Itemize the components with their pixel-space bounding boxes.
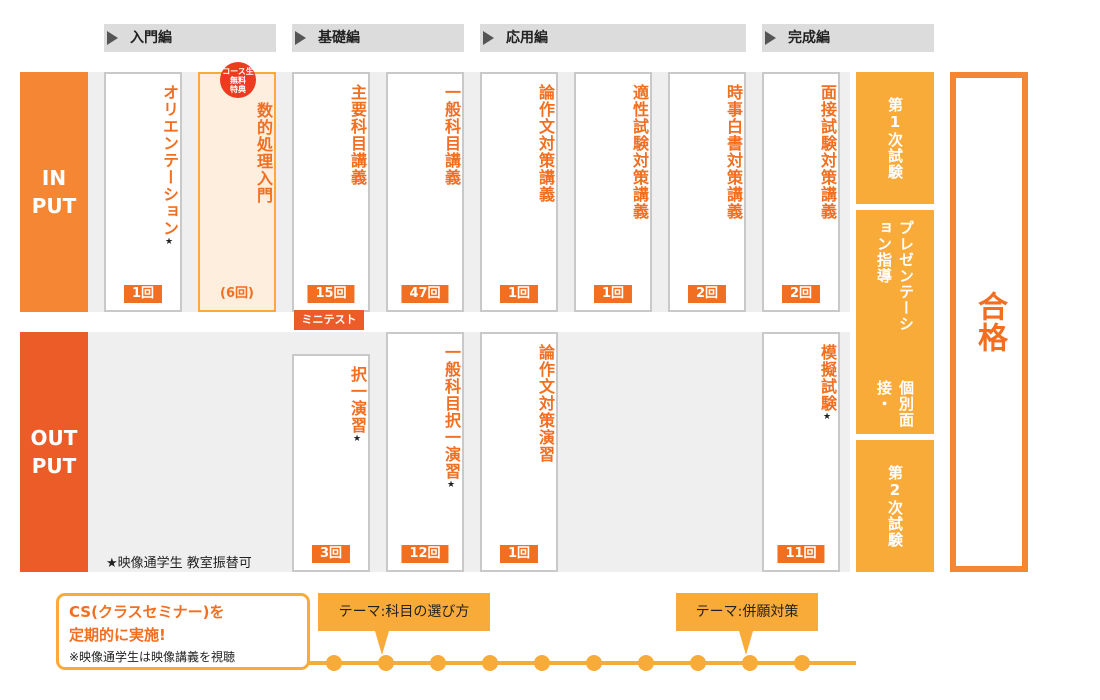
theme-callout-subject-choice: テーマ:科目の選び方 — [318, 593, 490, 631]
exam-label-line: 個別面接・ — [875, 380, 915, 429]
timeline-dot — [534, 655, 550, 671]
course-title: 一般科目講義 — [442, 84, 461, 186]
row-label-line: PUT — [31, 194, 77, 218]
session-count: 3回 — [311, 545, 351, 563]
timeline-dot — [690, 655, 706, 671]
timeline-dot — [742, 655, 758, 671]
course-title: 適性試験対策講義 — [630, 84, 649, 220]
cs-line: CS(クラスセミナー)を — [69, 603, 225, 621]
video-student-note: ★映像通学生 教室振替可 — [106, 556, 252, 571]
course-title: 一般科目択一演習 — [442, 344, 461, 480]
course-mock-exam: 模擬試験★ 11回 — [762, 332, 840, 572]
timeline-dot — [430, 655, 446, 671]
first-exam: 第1次試験 — [856, 72, 934, 204]
badge-line: 無料 — [230, 75, 246, 85]
play-arrow-icon — [765, 31, 776, 45]
class-seminar-box: CS(クラスセミナー)を 定期的に実施! ※映像通学生は映像講義を視聴 — [56, 593, 310, 670]
row-label-line: IN — [41, 166, 67, 190]
timeline-dot — [482, 655, 498, 671]
course-general-subjects: 一般科目講義 47回 — [386, 72, 464, 312]
course-title: 時事白書対策講義 — [724, 84, 743, 220]
session-count: 1回 — [593, 285, 633, 303]
session-count: (6回) — [220, 286, 254, 301]
star-icon: ★ — [164, 237, 174, 248]
row-label-input: IN PUT — [20, 72, 88, 312]
session-count: 1回 — [123, 285, 163, 303]
star-icon: ★ — [352, 434, 362, 445]
phase-label: 応用編 — [506, 30, 548, 46]
course-essay-lecture: 論作文対策講義 1回 — [480, 72, 558, 312]
goal-pass-box: 合格 — [950, 72, 1028, 572]
row-label-output: OUT PUT — [20, 332, 88, 572]
session-count: 1回 — [499, 285, 539, 303]
course-title: オリエンテーション — [160, 84, 179, 237]
timeline-dot — [794, 655, 810, 671]
course-multiple-choice-practice: 択一演習★ 3回 — [292, 354, 370, 572]
theme-callout-multiple-applications: テーマ:併願対策 — [676, 593, 818, 631]
session-count: 11回 — [777, 545, 825, 563]
callout-pointer — [375, 631, 389, 655]
course-title: 論作文対策演習 — [536, 344, 555, 463]
play-arrow-icon — [295, 31, 306, 45]
course-aptitude-lecture: 適性試験対策講義 1回 — [574, 72, 652, 312]
phase-final: 完成編 — [762, 24, 934, 52]
phase-applied: 応用編 — [480, 24, 746, 52]
row-label-line: OUT — [30, 426, 78, 450]
session-count: 1回 — [499, 545, 539, 563]
course-title: 主要科目講義 — [348, 84, 367, 186]
course-title: 数的処理入門 — [254, 102, 273, 204]
course-current-affairs-lecture: 時事白書対策講義 2回 — [668, 72, 746, 312]
course-essay-practice: 論作文対策演習 1回 — [480, 332, 558, 572]
course-math-intro: 数的処理入門 (6回) — [198, 72, 276, 312]
course-general-mc-practice: 一般科目択一演習★ 12回 — [386, 332, 464, 572]
star-icon: ★ — [446, 480, 456, 491]
session-count: 15回 — [307, 285, 355, 303]
interview-presentation-guidance: 個別面接・ プレゼンテーション指導 — [856, 210, 934, 434]
play-arrow-icon — [107, 31, 118, 45]
exam-label: 第1次試験 — [886, 96, 904, 180]
course-interview-lecture: 面接試験対策講義 2回 — [762, 72, 840, 312]
goal-label: 合格 — [972, 291, 1007, 353]
course-title: 論作文対策講義 — [536, 84, 555, 203]
exam-label-line: プレゼンテーション指導 — [875, 220, 915, 332]
timeline-dot — [326, 655, 342, 671]
play-arrow-icon — [483, 31, 494, 45]
timeline-dot — [378, 655, 394, 671]
phase-intro: 入門編 — [104, 24, 276, 52]
exam-label: 第2次試験 — [886, 464, 904, 548]
course-main-subjects: 主要科目講義 15回 — [292, 72, 370, 312]
timeline-dot — [586, 655, 602, 671]
phase-label: 入門編 — [130, 30, 172, 46]
callout-pointer — [739, 631, 753, 655]
phase-label: 基礎編 — [318, 30, 360, 46]
phase-label: 完成編 — [788, 30, 830, 46]
cs-line: 定期的に実施! — [69, 626, 166, 644]
star-icon: ★ — [822, 412, 832, 423]
free-bonus-badge: コース生 無料 特典 — [220, 62, 256, 98]
course-orientation: オリエンテーション★ 1回 — [104, 72, 182, 312]
mini-test-label: ミニテスト — [294, 310, 364, 330]
badge-line: コース生 — [222, 66, 254, 76]
timeline-dot — [638, 655, 654, 671]
course-title: 択一演習 — [348, 366, 367, 434]
session-count: 47回 — [401, 285, 449, 303]
cs-note: ※映像通学生は映像講義を視聴 — [69, 650, 236, 664]
badge-line: 特典 — [230, 84, 246, 94]
course-title: 模擬試験 — [818, 344, 837, 412]
output-row-background — [88, 332, 850, 572]
session-count: 2回 — [687, 285, 727, 303]
session-count: 12回 — [401, 545, 449, 563]
seminar-timeline — [308, 661, 856, 665]
session-count: 2回 — [781, 285, 821, 303]
phase-basic: 基礎編 — [292, 24, 464, 52]
course-title: 面接試験対策講義 — [818, 84, 837, 220]
second-exam: 第2次試験 — [856, 440, 934, 572]
row-label-line: PUT — [31, 454, 77, 478]
